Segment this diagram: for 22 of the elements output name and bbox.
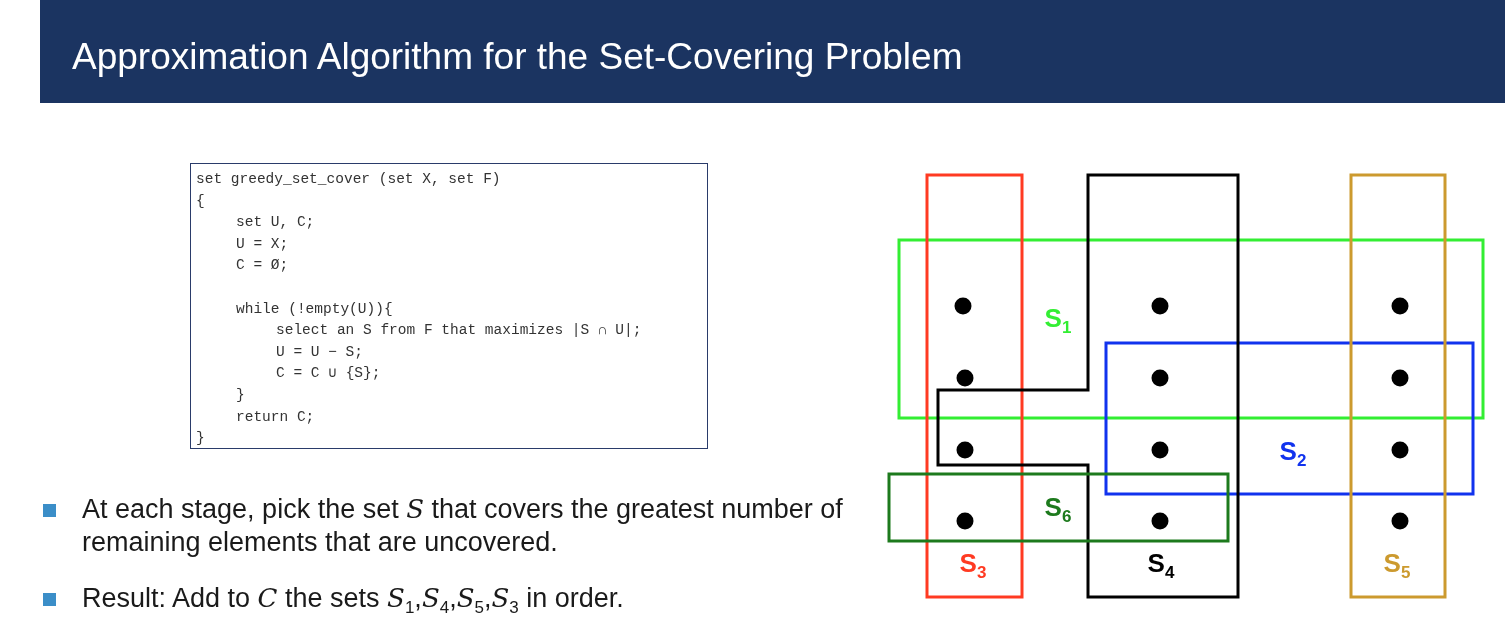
code-line: return C; [236, 407, 315, 426]
set-label: S$_{6}$ [1044, 494, 1072, 528]
code-line: } [236, 386, 245, 404]
bullet-text: Result: Add to C the sets S$_{1}$,S$_{4}$,S$_{5}$,S$_{3}$ in order. [82, 582, 625, 619]
set-label: S$_{5}$ [1383, 550, 1411, 584]
set-label: S$_{2}$ [1279, 438, 1307, 472]
code-line: { [196, 191, 205, 210]
bullet-text: At each stage, pick the set S that covers the greatest number of remaining elements that are uncovered. [82, 493, 844, 559]
code-line: set greedy_set_cover (set X, set F) [196, 170, 501, 188]
set-label: S$_{4}$ [1147, 550, 1175, 584]
set-label: S$_{1}$ [1044, 305, 1072, 339]
slide-title: Approximation Algorithm for the Set-Covering Problem [72, 36, 963, 78]
code-line: U = U − S; [276, 342, 363, 361]
code-line: C = Ø; [236, 256, 289, 275]
code-line: select an S from F that maximizes |S ∩ U|; [276, 321, 642, 340]
code-line: U = X; [236, 234, 289, 253]
set-label: S$_{3}$ [959, 550, 987, 584]
code-listing [190, 163, 708, 449]
code-line: } [196, 429, 205, 448]
code-line: C = C ∪ {S}; [276, 364, 381, 383]
code-line: while (!empty(U)){ [236, 299, 393, 318]
code-line: set U, C; [236, 213, 315, 232]
